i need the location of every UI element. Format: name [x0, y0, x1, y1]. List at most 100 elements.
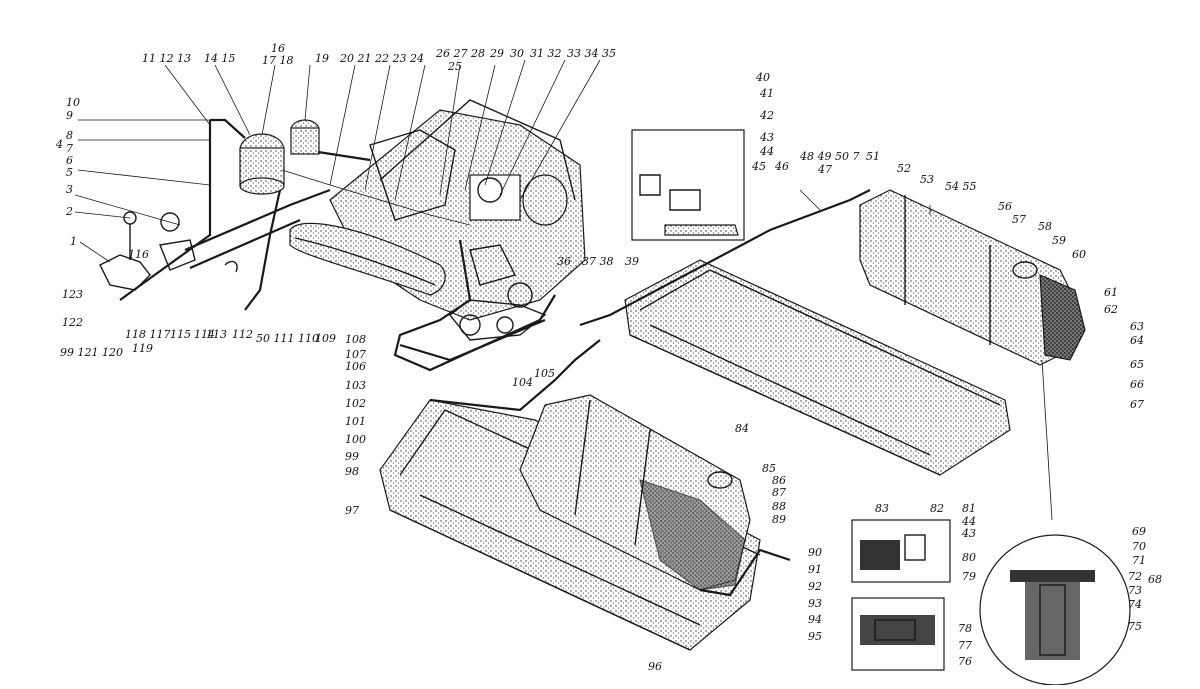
callout-85: 85: [762, 462, 776, 475]
callout-59: 59: [1052, 234, 1066, 247]
callout-4: 4: [55, 138, 63, 151]
callout-69: 69: [1132, 525, 1146, 538]
callout-114: 114: [194, 328, 215, 341]
callout-123: 123: [62, 288, 83, 301]
callout-37-38: 37 38: [582, 255, 614, 268]
callout-48-49-50-7: 48 49 50 7: [799, 150, 859, 163]
leader-lines: [74, 59, 931, 263]
callout-109: 109: [315, 332, 336, 345]
fuel-filter-small: [290, 119, 320, 155]
callout-44-detail: 44: [961, 515, 976, 528]
callout-44: 44: [759, 145, 774, 158]
callout-68: 68: [1148, 573, 1162, 586]
callout-104: 104: [512, 376, 533, 389]
right-frame-rail: [624, 259, 1011, 476]
callout-116: 116: [128, 248, 149, 261]
callout-105: 105: [534, 367, 555, 380]
fuel-line-right: [579, 189, 871, 327]
callout-77: 77: [958, 639, 972, 652]
callout-90: 90: [808, 546, 822, 559]
callout-66: 66: [1130, 378, 1144, 391]
callout-8: 8: [66, 129, 73, 142]
callout-100: 100: [345, 433, 366, 446]
callout-78: 78: [958, 622, 972, 635]
callout-84: 84: [735, 422, 749, 435]
callout-81: 81: [962, 502, 976, 515]
middle-fuel-tank: [519, 394, 751, 591]
callout-46: 46: [774, 160, 789, 173]
detail-circle: [979, 534, 1131, 686]
callout-6: 6: [66, 154, 73, 167]
callout-71: 71: [1132, 554, 1146, 567]
callout-11-12-13: 11 12 13: [142, 52, 191, 65]
callout-92: 92: [808, 580, 822, 593]
callout-57: 57: [1012, 213, 1026, 226]
callout-112: 112: [232, 328, 253, 341]
callout-107: 107: [345, 348, 366, 361]
callout-82: 82: [930, 502, 944, 515]
callout-43-detail: 43: [961, 527, 976, 540]
return-line-middle: [699, 548, 791, 597]
callout-50-111-110: 50 111 110: [256, 332, 319, 345]
callout-41: 41: [759, 87, 774, 100]
callout-7: 7: [66, 142, 73, 155]
callout-62: 62: [1104, 303, 1118, 316]
callout-29: 29: [489, 47, 504, 60]
callout-72: 72: [1128, 570, 1142, 583]
callout-99: 99: [345, 450, 359, 463]
fuel-filter-large: [239, 133, 285, 195]
callout-60: 60: [1072, 248, 1086, 261]
callout-47: 47: [817, 163, 832, 176]
callout-101: 101: [345, 415, 366, 428]
callout-83: 83: [875, 502, 889, 515]
callout-115: 115: [170, 328, 191, 341]
callout-96: 96: [648, 660, 662, 673]
callout-108: 108: [345, 333, 366, 346]
callout-43: 43: [759, 131, 774, 144]
callout-45: 45: [751, 160, 766, 173]
callout-40: 40: [755, 71, 770, 84]
callout-36: 36: [557, 255, 571, 268]
callout-86: 86: [772, 474, 786, 487]
callout-30: 30: [510, 47, 524, 60]
callout-93: 93: [808, 597, 822, 610]
callout-63: 63: [1130, 320, 1144, 333]
right-fuel-tank: [859, 189, 1086, 366]
callout-58: 58: [1038, 220, 1052, 233]
callout-70: 70: [1132, 540, 1146, 553]
callout-80: 80: [962, 551, 976, 564]
callout-25: 25: [447, 60, 462, 73]
callout-122: 122: [62, 316, 83, 329]
callout-14-15: 14 15: [204, 52, 236, 65]
callout-19: 19: [315, 52, 329, 65]
callout-16: 16: [271, 42, 285, 55]
callout-61: 61: [1104, 286, 1118, 299]
callout-52: 52: [897, 162, 911, 175]
callout-2: 2: [65, 205, 73, 218]
callout-17-18: 17 18: [262, 54, 294, 67]
callout-42: 42: [759, 109, 774, 122]
detail-inset-bottom: [851, 597, 945, 671]
callout-75: 75: [1128, 620, 1142, 633]
callout-106: 106: [345, 360, 366, 373]
callout-67: 67: [1130, 398, 1144, 411]
callout-56: 56: [998, 200, 1012, 213]
callout-94: 94: [808, 613, 822, 626]
callout-64: 64: [1130, 334, 1144, 347]
detail-inset-top: [631, 129, 745, 241]
callout-65: 65: [1130, 358, 1144, 371]
callout-95: 95: [808, 630, 822, 643]
callout-102: 102: [345, 397, 366, 410]
callout-1: 1: [70, 235, 77, 248]
callout-31-32: 31 32: [530, 47, 562, 60]
callout-73: 73: [1128, 584, 1142, 597]
callout-79: 79: [962, 570, 976, 583]
callout-88: 88: [772, 500, 786, 513]
callout-10: 10: [66, 96, 80, 109]
callout-119: 119: [132, 342, 153, 355]
callout-113: 113: [206, 328, 227, 341]
callout-54-55: 54 55: [945, 180, 977, 193]
callout-98: 98: [345, 465, 359, 478]
